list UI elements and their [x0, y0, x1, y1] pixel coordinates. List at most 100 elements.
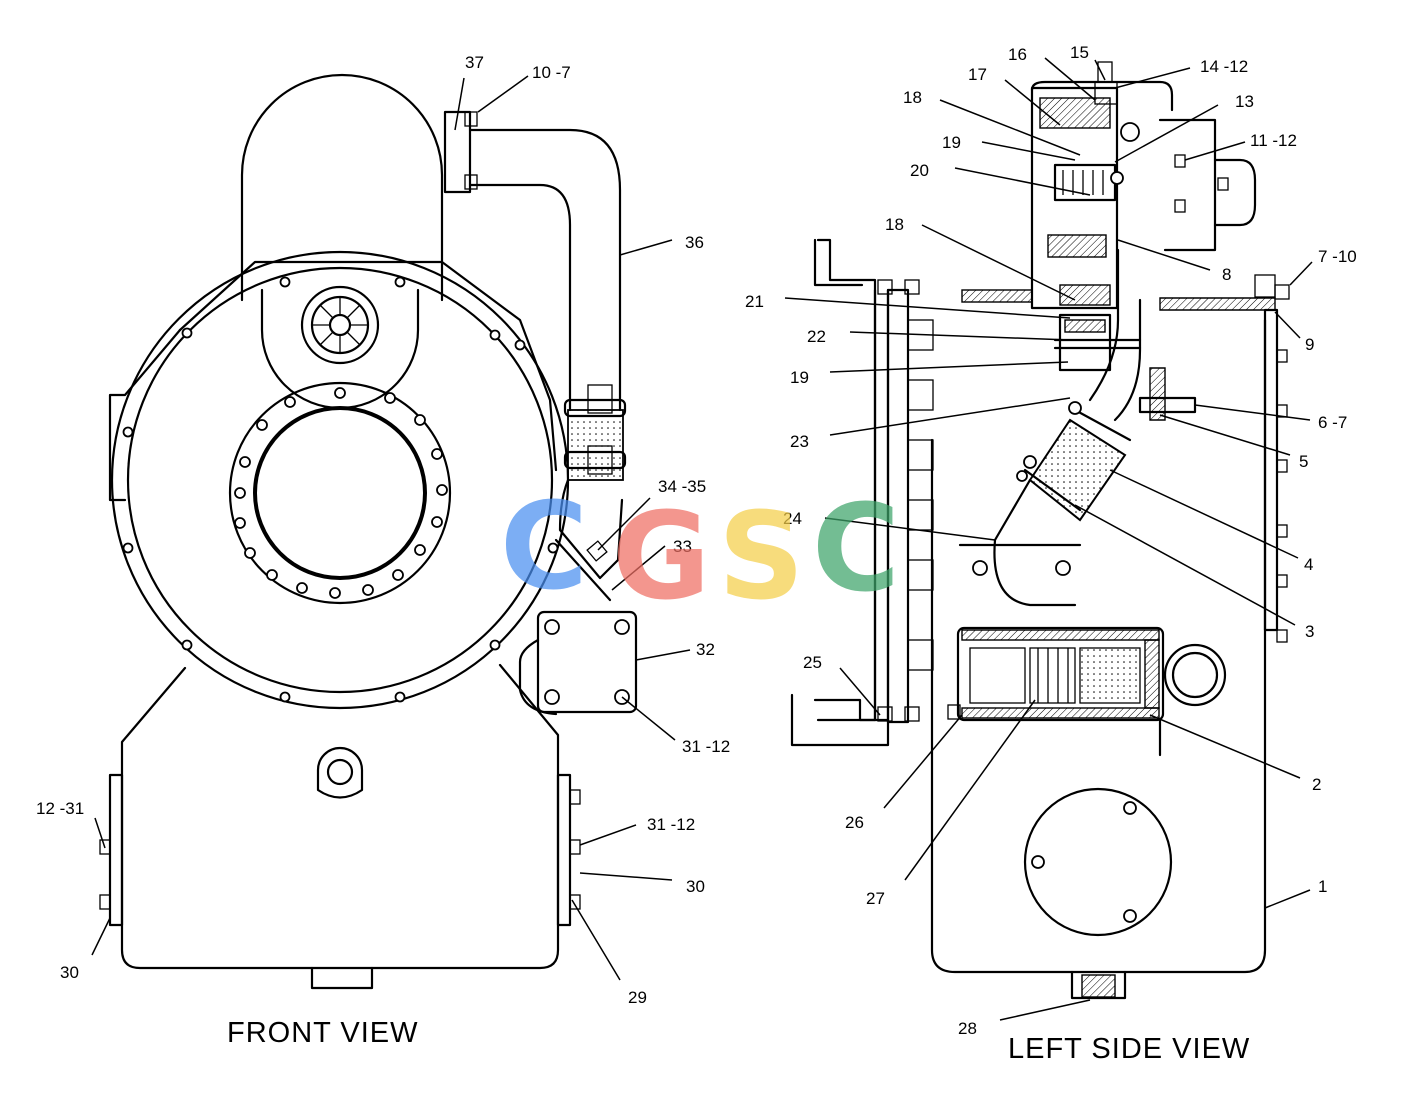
callout-21: 21 [745, 292, 764, 311]
callout-2: 2 [1312, 775, 1321, 794]
callout-4: 4 [1304, 555, 1313, 574]
callout-15: 15 [1070, 43, 1089, 62]
engine-block [930, 318, 1267, 974]
callout-13: 13 [1235, 92, 1254, 111]
callout-33: 33 [673, 537, 692, 556]
top-dome [240, 73, 444, 302]
tube-36-inner [468, 183, 572, 412]
callout-30-left: 30 [60, 963, 79, 982]
callout-14-12: 14 -12 [1200, 57, 1248, 76]
watermark-letter-4: C [812, 480, 900, 619]
right-side-plate [556, 773, 572, 927]
callout-32: 32 [696, 640, 715, 659]
side-clamp-bottom [1023, 468, 1082, 512]
hose [567, 409, 624, 481]
callout-12-31: 12 -31 [36, 799, 84, 818]
callout-31-12-lower: 31 -12 [647, 815, 695, 834]
callout-29: 29 [628, 988, 647, 1007]
callout-37: 37 [465, 53, 484, 72]
callout-5: 5 [1299, 452, 1308, 471]
callout-19-upper: 19 [942, 133, 961, 152]
callout-11-12: 11 -12 [1250, 131, 1297, 150]
flywheel-bore [253, 406, 427, 580]
left-bracket-lip [813, 238, 864, 287]
callout-labels: 37 10 -7 36 34 -35 33 32 31 -12 31 -12 3… [36, 43, 1357, 1038]
right-cover [1158, 118, 1217, 252]
oil-filler-cap [316, 746, 364, 799]
flywheel-flange [228, 381, 452, 605]
callout-1: 1 [1318, 877, 1327, 896]
watermark-letter-2: G [612, 488, 711, 627]
callout-19-lower: 19 [790, 368, 809, 387]
right-plate-bolts [1276, 349, 1288, 643]
head-top [1030, 80, 1174, 112]
pulley-ribs [312, 297, 368, 353]
housing-outline [178, 260, 558, 472]
callout-8: 8 [1222, 265, 1231, 284]
pulley-outer [300, 285, 380, 365]
callout-23: 23 [790, 432, 809, 451]
drain-boss [310, 966, 374, 990]
callout-18-upper: 18 [903, 88, 922, 107]
cooler-core [969, 647, 1141, 704]
side-hose [1028, 418, 1127, 522]
tube-33 [554, 538, 612, 602]
tube-side-right [1113, 298, 1142, 422]
callout-25: 25 [803, 653, 822, 672]
coupling [1058, 313, 1112, 372]
oil-filler-plug [326, 758, 354, 786]
callout-26: 26 [845, 813, 864, 832]
oil-cooler [956, 626, 1165, 722]
housing-bolts [122, 276, 559, 703]
flange-9 [1159, 297, 1276, 311]
callout-30-right: 30 [686, 877, 705, 896]
leader-lines [91, 57, 1313, 1021]
side-view-title: LEFT SIDE VIEW [1008, 1033, 1250, 1065]
inspection-cover [1023, 787, 1173, 937]
flywheel-housing-inner [126, 266, 554, 694]
callout-24: 24 [783, 509, 802, 528]
watermark-logo: C G S C [500, 478, 900, 627]
pump-flange [518, 638, 558, 716]
tube-side-left [1088, 248, 1120, 402]
watermark-letter-1: C [500, 478, 588, 617]
left-side-plate [108, 773, 124, 927]
drain-plug [1070, 970, 1127, 1000]
side-bolts [99, 789, 581, 910]
flange-bolts [234, 387, 448, 599]
callout-9: 9 [1305, 335, 1314, 354]
callout-17: 17 [968, 65, 987, 84]
elbow [558, 478, 624, 580]
head-cap-section [1039, 97, 1111, 129]
callout-27: 27 [866, 889, 885, 908]
callout-10-7: 10 -7 [532, 63, 571, 82]
head-ribs [1062, 170, 1104, 195]
right-plate [1263, 308, 1279, 632]
crankcase-outline [120, 663, 560, 970]
housing-left [108, 328, 182, 502]
callout-20: 20 [910, 161, 929, 180]
side-clamp-top [1073, 408, 1132, 442]
callout-16: 16 [1008, 45, 1027, 64]
head-housing [1030, 86, 1119, 310]
callout-22: 22 [807, 327, 826, 346]
rail-notches [907, 319, 934, 671]
callout-34-35: 34 -35 [658, 477, 706, 496]
callout-3: 3 [1305, 622, 1314, 641]
front-view-title: FRONT VIEW [227, 1017, 419, 1049]
callout-36: 36 [685, 233, 704, 252]
stud-6 [1138, 396, 1197, 414]
callout-28: 28 [958, 1019, 977, 1038]
callout-6-7: 6 -7 [1318, 413, 1347, 432]
watermark-letter-3: S [718, 488, 804, 627]
callout-7-10: 7 -10 [1318, 247, 1357, 266]
side-view-drawing [790, 61, 1290, 1000]
callout-31-12-upper: 31 -12 [682, 737, 730, 756]
callout-18-lower: 18 [885, 215, 904, 234]
cooler-port [1163, 643, 1227, 707]
right-cover-boss [1213, 158, 1257, 227]
clamp-lower [563, 450, 627, 470]
clamp-upper [563, 398, 627, 418]
tube-36-outer [468, 128, 622, 412]
